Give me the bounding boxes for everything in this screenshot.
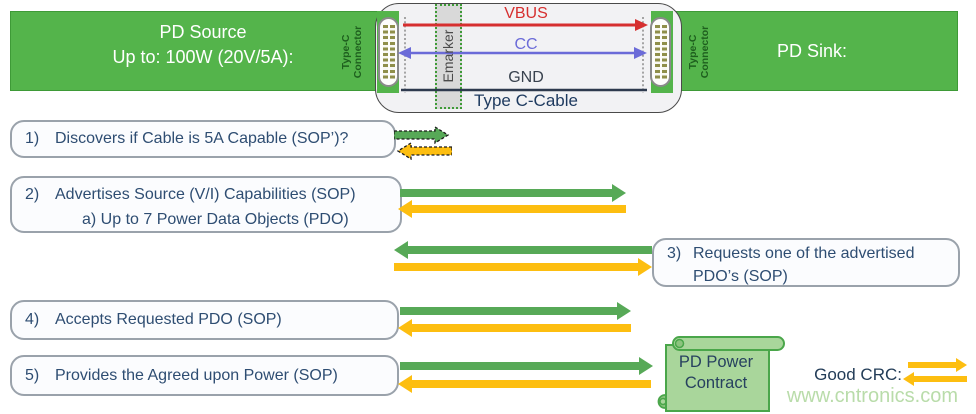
pd-sink-label: PD Sink: [776, 41, 848, 61]
type-c-connector-label-left: Type-C Connector [335, 14, 369, 90]
step-number: 5) [25, 366, 40, 384]
pin-column [389, 25, 395, 79]
gnd-label: GND [508, 69, 544, 86]
connector-label-line2: Connector [699, 25, 711, 79]
pin-column [661, 25, 667, 79]
cable-signal-lines [398, 17, 648, 93]
sop-prime-discovery-arrows [394, 126, 452, 160]
step-number: 3) [667, 245, 682, 262]
arrow-step4-source-to-sink [400, 302, 631, 320]
step-1-box: 1) Discovers if Cable is 5A Capable (SOP… [10, 120, 396, 158]
step-3-box: 3) Requests one of the advertised PDO’s … [652, 238, 960, 287]
cable-label: Type C-Cable [474, 91, 578, 110]
connector-label-line2: Connector [352, 25, 364, 79]
pin-column [654, 25, 660, 79]
pd-source-label: PD Source Up to: 100W (20V/5A): [28, 20, 378, 70]
step-text-line2: a) Up to 7 Power Data Objects (PDO) [82, 211, 349, 228]
type-c-connector-label-right: Type-C Connector [682, 14, 716, 90]
arrow-step5-source-to-sink [400, 357, 653, 375]
contract-line2: Contract [684, 374, 748, 392]
step-text: Provides the Agreed upon Power (SOP) [55, 366, 338, 384]
step-text-line2: PDO’s (SOP) [693, 268, 788, 285]
cc-wire [398, 47, 647, 59]
emarker-chip [435, 4, 462, 109]
dotted-arrow-right [394, 126, 450, 145]
contract-line1: PD Power [678, 353, 754, 371]
site-watermark: www.cntronics.com [786, 385, 958, 407]
step-number: 4) [25, 311, 40, 328]
vbus-wire [403, 19, 648, 31]
pin-column [382, 25, 388, 79]
arrow-step3-source-to-sink [394, 258, 652, 276]
step-text-line1: Requests one of the advertised [693, 245, 915, 262]
arrow-step3-sink-to-source [394, 241, 652, 259]
connector-pins-right [650, 17, 671, 87]
step-5-box: 5) Provides the Agreed upon Power (SOP) [10, 355, 399, 396]
step-text: Accepts Requested PDO (SOP) [55, 311, 282, 328]
cc-label: CC [514, 36, 538, 53]
pd-power-contract-label: PD Power Contract [666, 352, 766, 394]
connector-label-line1: Type-C [340, 34, 352, 70]
arrow-good-crc-left [903, 372, 967, 386]
pd-source-title: PD Source [159, 22, 247, 42]
arrow-step2-source-to-sink [400, 184, 626, 202]
step-text-line1: Advertises Source (V/I) Capabilities (SO… [55, 186, 356, 203]
step-4-box: 4) Accepts Requested PDO (SOP) [10, 300, 399, 340]
connector-label-line1: Type-C [687, 34, 699, 70]
step-number: 2) [25, 186, 40, 203]
connector-pins-left [378, 17, 399, 87]
step-number: 1) [25, 130, 40, 147]
good-crc-label: Good CRC: [814, 365, 902, 384]
type-c-cable-box [375, 3, 682, 113]
pd-source-subtitle: Up to: 100W (20V/5A): [112, 47, 294, 67]
step-text: Requests one of the advertised PDO’s (SO… [693, 242, 914, 285]
step-text: Advertises Source (V/I) Capabilities (SO… [55, 182, 356, 231]
arrow-step2-sink-to-source [398, 200, 626, 218]
vbus-label: VBUS [504, 5, 548, 22]
dotted-arrow-left [396, 141, 452, 160]
arrow-step4-sink-to-source [398, 319, 631, 337]
pd-power-contract-scroll [657, 336, 785, 412]
step-text: Discovers if Cable is 5A Capable (SOP’)? [55, 130, 349, 147]
arrow-step5-sink-to-source [398, 375, 651, 393]
step-2-box: 2) Advertises Source (V/I) Capabilities … [10, 176, 402, 233]
arrow-good-crc-right [908, 358, 967, 372]
